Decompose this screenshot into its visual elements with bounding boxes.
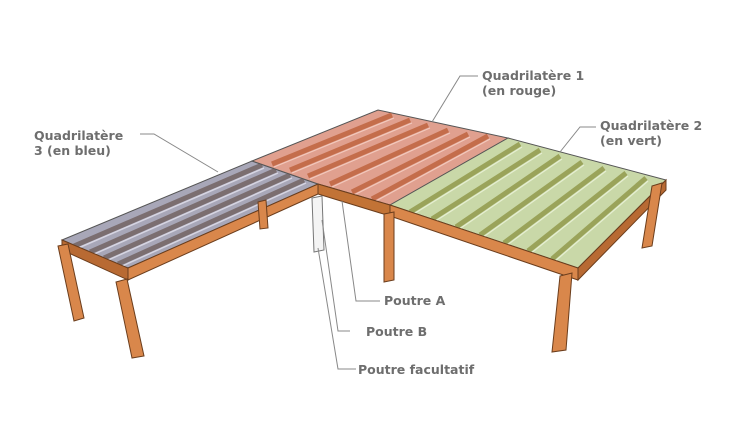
label-beam-a: Poutre A [384,293,446,308]
optional-post [311,195,325,253]
label-quad3-line1: Quadrilatère [34,128,124,143]
quad3-frame [60,160,320,281]
label-beam-b: Poutre B [366,324,428,339]
label-quad3-line2: 3 (en bleu) [34,143,111,158]
label-quadrilateral-1: Quadrilatère 1 (en rouge) [482,68,584,98]
label-quadrilateral-3: Quadrilatère 3 (en bleu) [34,128,123,158]
quad3-legs [57,199,269,359]
label-quad2-line2: (en vert) [600,133,662,148]
main-beams [317,178,667,282]
label-quad1-line2: (en rouge) [482,83,557,98]
label-quadrilateral-2: Quadrilatère 2 (en vert) [600,118,702,148]
quad2-frame [388,137,667,269]
label-beam-optional: Poutre facultatif [358,362,475,377]
main-legs [383,182,663,353]
label-quad2-line1: Quadrilatère 2 [600,118,703,133]
quad1-frame [250,109,510,206]
label-quad1-line1: Quadrilatère 1 [482,68,585,83]
leader-lines [140,75,596,370]
